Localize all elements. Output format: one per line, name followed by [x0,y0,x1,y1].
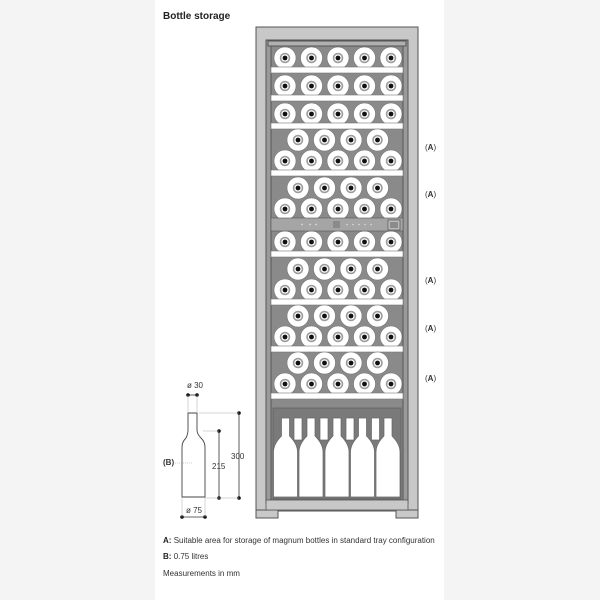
magnum-area-marker: (A) [425,276,437,285]
shelf [270,298,404,306]
reference-bottle [181,412,206,498]
shelf [270,345,404,353]
legend-b-key: B: [163,552,172,561]
upright-bottle-neck [319,417,329,441]
shelf [270,66,404,74]
cabinet-foot-right [395,509,419,519]
upright-bottle-neck [371,417,380,441]
upright-bottle [298,417,324,498]
shelf [270,392,404,400]
shelf [270,250,404,258]
total-height-label: 300 [231,452,245,461]
shelf [270,122,404,130]
upright-bottle [273,417,298,498]
magnum-area-marker: (A) [425,143,437,152]
cabinet-foot-left [255,509,279,519]
shelf [270,169,404,177]
magnum-area-marker: (A) [425,324,437,333]
magnum-area-marker: (A) [425,374,437,383]
shelf [270,94,404,102]
body-height-label: 215 [212,462,226,471]
upright-bottle-neck [345,417,355,441]
legend-b: B: 0.75 litres [163,552,208,561]
top-rail [267,40,407,47]
page-title: Bottle storage [163,11,231,22]
neck-diameter-label: ø 30 [187,381,204,390]
legend-b-text: 0.75 litres [173,552,209,561]
upright-bottle [324,417,350,498]
upright-bottle [375,417,401,498]
display [333,221,340,228]
body-diameter-label: ø 75 [186,506,203,515]
legend-a: A: Suitable area for storage of magnum b… [163,536,435,545]
legend-measurements: Measurements in mm [163,569,240,578]
upright-bottle-neck [293,417,303,441]
legend-a-text: Suitable area for storage of magnum bott… [173,536,435,545]
magnum-area-marker: (A) [425,190,437,199]
upright-bottle [350,417,375,498]
legend-a-key: A: [163,536,172,545]
b-marker: (B) [163,458,175,467]
drawer-front [265,499,409,511]
